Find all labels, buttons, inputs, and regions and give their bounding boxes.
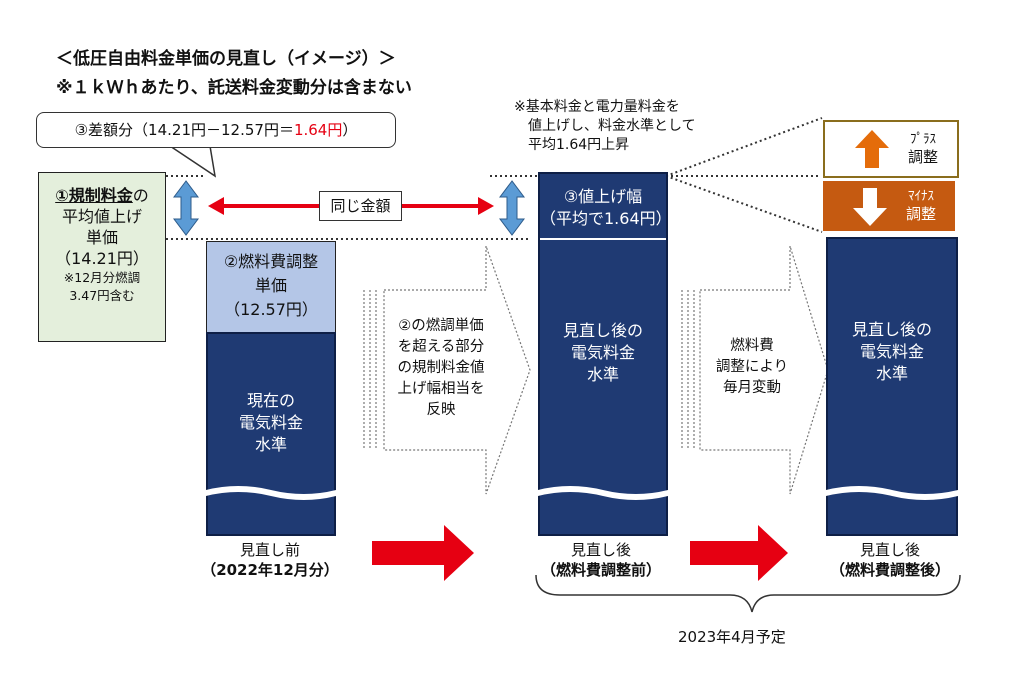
fuel-adjustment-unit-box: ②燃料費調整 単価 （12.57円） xyxy=(206,241,336,333)
dotted-diag-down xyxy=(665,175,823,233)
red-flow-arrow-2 xyxy=(690,525,788,581)
current-bar-line1: 現在の xyxy=(246,391,295,410)
revised-bar-line2: 電気料金 xyxy=(570,343,635,362)
after-label-mid: 見直し後 （燃料費調整前） xyxy=(521,540,681,580)
arrow1-line3: の規制料金値 xyxy=(397,360,485,376)
callout-highlight: 1.64円 xyxy=(293,121,343,139)
regulated-rate-label: ①規制料金 xyxy=(55,186,133,205)
top-note-line2: 値上げし、料金水準として xyxy=(528,118,696,134)
diagram-title: ＜低圧自由料金単価の見直し（イメージ）＞ xyxy=(56,49,396,69)
revised-bar-line1: 見直し後の xyxy=(562,321,643,340)
bar-break-wave xyxy=(206,486,336,500)
after-label-right-line1: 見直し後 xyxy=(859,541,920,559)
dotted-process-arrow-1 xyxy=(363,245,531,495)
after-label-right: 見直し後 （燃料費調整後） xyxy=(810,540,970,580)
increase-divider xyxy=(540,238,666,240)
arrow2-text: 燃料費 調整により 毎月変動 xyxy=(702,336,802,399)
increase-line1: ③値上げ幅 xyxy=(563,187,643,206)
callout-prefix: ③差額分（14.21円－12.57円＝ xyxy=(74,121,294,139)
plus-adjustment-box: ﾌﾟﾗｽ 調整 xyxy=(823,120,959,178)
revised-rate-bar: ③値上げ幅 （平均で1.64円） 見直し後の 電気料金 水準 xyxy=(538,172,672,536)
bar-break-wave-3 xyxy=(826,486,958,500)
callout-suffix: ） xyxy=(342,121,358,139)
current-bar-line3: 水準 xyxy=(254,435,287,454)
arrow1-text: ②の燃調単価 を超える部分 の規制料金値 上げ幅相当を 反映 xyxy=(386,316,496,421)
after-label-mid-line2: （燃料費調整前） xyxy=(540,561,661,579)
dotted-process-arrow-2 xyxy=(681,245,829,495)
down-arrow-icon xyxy=(853,188,887,226)
minus-adjustment-box: ﾏｲﾅｽ 調整 xyxy=(823,181,955,231)
regulated-rate-value: （14.21円） xyxy=(55,249,149,268)
revised-bar2-line2: 電気料金 xyxy=(859,342,924,361)
top-note-line3: 平均1.64円上昇 xyxy=(528,137,630,153)
regulated-rate-suffix: の xyxy=(132,186,149,205)
red-flow-arrow-1 xyxy=(372,525,474,581)
arrow1-line1: ②の燃調単価 xyxy=(398,318,484,334)
current-bar-line2: 電気料金 xyxy=(238,413,303,432)
fuel-unit-line3: （12.57円） xyxy=(224,300,318,319)
arrow2-line1: 燃料費 xyxy=(730,338,774,354)
before-label-line2: （2022年12月分） xyxy=(201,561,339,579)
up-arrow-icon xyxy=(855,130,889,168)
revised-rate-bar-adjusted: 見直し後の 電気料金 水準 xyxy=(826,237,958,536)
before-label: 見直し前 （2022年12月分） xyxy=(190,540,350,580)
regulated-rate-line3: 単価 xyxy=(85,228,118,247)
minus-line2: 調整 xyxy=(905,205,936,223)
fuel-unit-line2: 単価 xyxy=(254,276,287,295)
difference-callout: ③差額分（14.21円－12.57円＝1.64円） xyxy=(36,112,396,148)
fuel-unit-line1: ②燃料費調整 xyxy=(223,252,319,271)
regulated-rate-note1: ※12月分燃調 xyxy=(63,270,141,285)
increase-line2: （平均で1.64円） xyxy=(540,209,672,228)
top-note-line1: ※基本料金と電力量料金を xyxy=(514,99,680,115)
current-rate-bar: 現在の 電気料金 水準 xyxy=(206,332,336,536)
minus-label: ﾏｲﾅｽ 調整 xyxy=(891,189,951,223)
schedule-brace xyxy=(535,574,961,613)
same-amount-label: 同じ金額 xyxy=(319,191,402,221)
revised-bar-line3: 水準 xyxy=(586,365,619,384)
after-label-mid-line1: 見直し後 xyxy=(570,541,631,559)
callout-pointer xyxy=(167,145,217,178)
arrow1-line5: 反映 xyxy=(426,402,456,418)
arrow1-line4: 上げ幅相当を xyxy=(397,381,485,397)
after-label-right-line2: （燃料費調整後） xyxy=(829,561,950,579)
bar-break-wave-2 xyxy=(538,486,668,500)
arrow1-line2: を超える部分 xyxy=(397,339,485,355)
minus-line1: ﾏｲﾅｽ xyxy=(908,189,934,204)
diagram-subtitle: ※１ｋＷｈあたり、託送料金変動分は含まない xyxy=(56,78,412,98)
regulated-rate-line2: 平均値上げ xyxy=(61,207,142,226)
plus-line2: 調整 xyxy=(907,148,938,166)
plus-label: ﾌﾟﾗｽ 調整 xyxy=(893,132,953,166)
top-note: ※基本料金と電力量料金を 値上げし、料金水準として 平均1.64円上昇 xyxy=(514,98,696,155)
arrow2-line3: 毎月変動 xyxy=(723,380,781,396)
regulated-rate-note2: 3.47円含む xyxy=(69,288,135,303)
schedule-label: 2023年4月予定 xyxy=(678,628,786,646)
revised-bar2-line3: 水準 xyxy=(875,364,908,383)
before-label-line1: 見直し前 xyxy=(239,541,300,559)
regulated-rate-box: ①規制料金の 平均値上げ 単価 （14.21円） ※12月分燃調 3.47円含む xyxy=(38,172,166,342)
revised-bar2-line1: 見直し後の xyxy=(851,320,932,339)
blue-double-arrow-right xyxy=(499,180,525,236)
plus-line1: ﾌﾟﾗｽ xyxy=(910,132,936,147)
arrow2-line2: 調整により xyxy=(715,359,789,375)
blue-double-arrow-left xyxy=(173,180,199,236)
